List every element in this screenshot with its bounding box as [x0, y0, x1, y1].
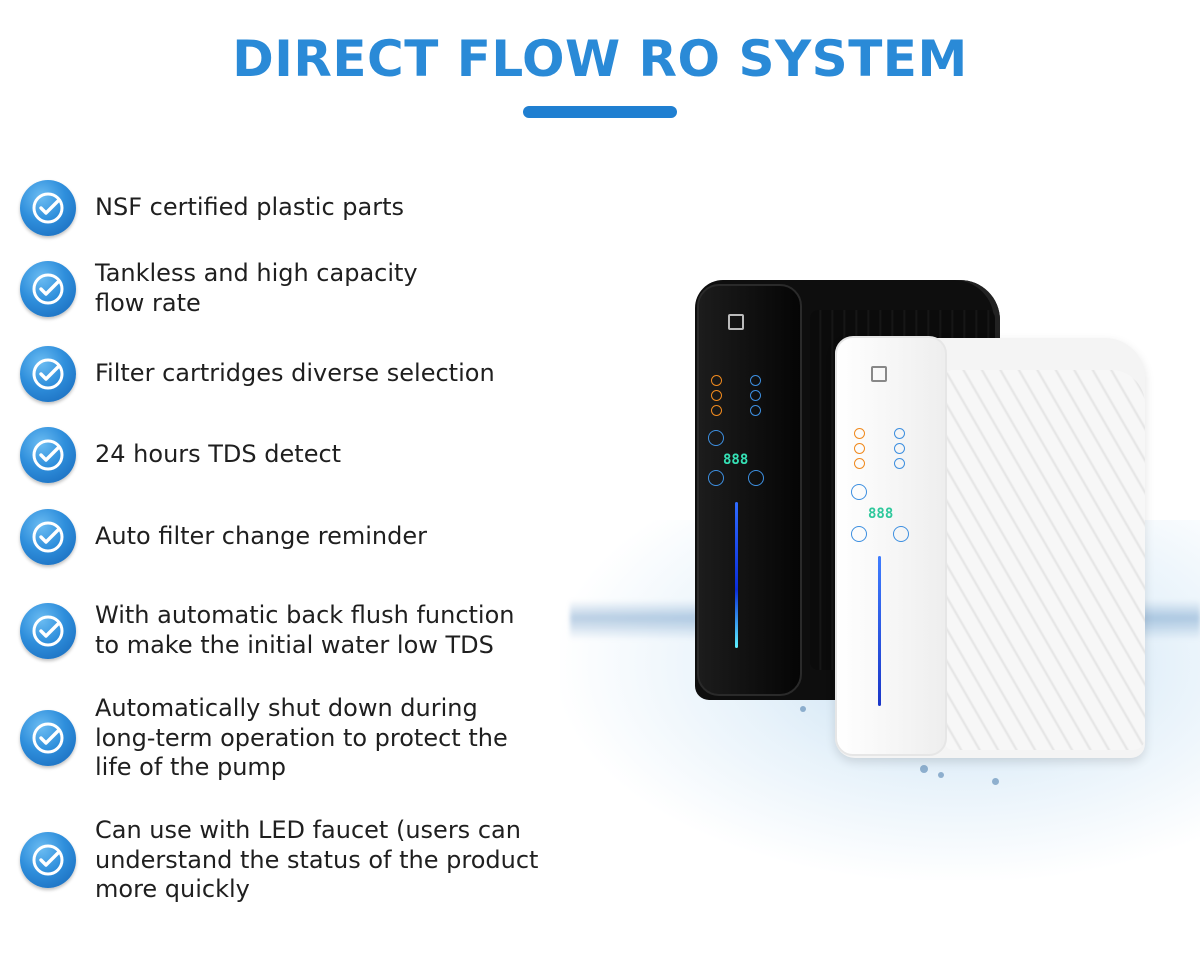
feature-text: Filter cartridges diverse selection	[95, 359, 495, 388]
title-underline	[523, 106, 677, 118]
status-indicator-icon	[894, 428, 905, 439]
feature-text: NSF certified plastic parts	[95, 193, 405, 222]
feature-text: Automatically shut down during long-term…	[95, 694, 508, 781]
feature-text: Can use with LED faucet (users can under…	[95, 816, 539, 903]
feature-text: Auto filter change reminder	[95, 522, 427, 551]
white-unit-front-panel	[835, 336, 947, 756]
power-icon	[851, 484, 867, 500]
water-droplet	[938, 772, 944, 778]
feature-text: 24 hours TDS detect	[95, 440, 342, 469]
feature-item: NSF certified plastic parts	[20, 180, 620, 236]
water-droplet	[992, 778, 999, 785]
feature-item: Tankless and high capacity flow rate	[20, 259, 620, 318]
feature-text: With automatic back flush function to ma…	[95, 601, 515, 659]
feature-item: Automatically shut down during long-term…	[20, 694, 620, 783]
filter-2-indicator-icon	[854, 443, 865, 454]
check-circle-icon	[20, 832, 76, 889]
brand-logo-icon	[871, 366, 887, 382]
status-indicator-icon	[750, 405, 761, 416]
check-circle-icon	[20, 346, 76, 402]
status-indicator-icon	[894, 458, 905, 469]
status-indicator-icon	[750, 390, 761, 401]
tds-display: 888	[868, 506, 894, 522]
led-light-bar	[878, 556, 881, 706]
brand-logo-icon	[728, 314, 744, 330]
check-circle-icon	[20, 710, 76, 767]
zero-button-icon	[893, 526, 909, 542]
set-button-icon	[708, 470, 724, 486]
feature-item: Auto filter change reminder	[20, 509, 620, 565]
feature-item: Filter cartridges diverse selection	[20, 346, 620, 402]
product-image: 888 888	[560, 270, 1200, 890]
feature-item: 24 hours TDS detect	[20, 427, 620, 483]
check-circle-icon	[20, 427, 76, 483]
filter-3-indicator-icon	[854, 458, 865, 469]
power-icon	[708, 430, 724, 446]
feature-item: Can use with LED faucet (users can under…	[20, 816, 620, 905]
feature-item: With automatic back flush function to ma…	[20, 601, 620, 660]
status-indicator-icon	[894, 443, 905, 454]
filter-3-indicator-icon	[711, 405, 722, 416]
black-unit-front-panel	[697, 284, 802, 696]
tds-display: 888	[723, 452, 749, 468]
feature-text: Tankless and high capacity flow rate	[95, 259, 418, 317]
check-circle-icon	[20, 180, 76, 236]
water-droplet	[920, 765, 928, 773]
page-title: DIRECT FLOW RO SYSTEM	[232, 30, 968, 88]
filter-1-indicator-icon	[711, 375, 722, 386]
zero-button-icon	[748, 470, 764, 486]
led-light-bar	[735, 502, 738, 648]
filter-2-indicator-icon	[711, 390, 722, 401]
status-indicator-icon	[750, 375, 761, 386]
set-button-icon	[851, 526, 867, 542]
filter-1-indicator-icon	[854, 428, 865, 439]
white-unit-side-ribs	[945, 370, 1145, 750]
check-circle-icon	[20, 509, 76, 565]
check-circle-icon	[20, 602, 76, 659]
water-droplet	[800, 706, 806, 712]
check-circle-icon	[20, 260, 76, 317]
